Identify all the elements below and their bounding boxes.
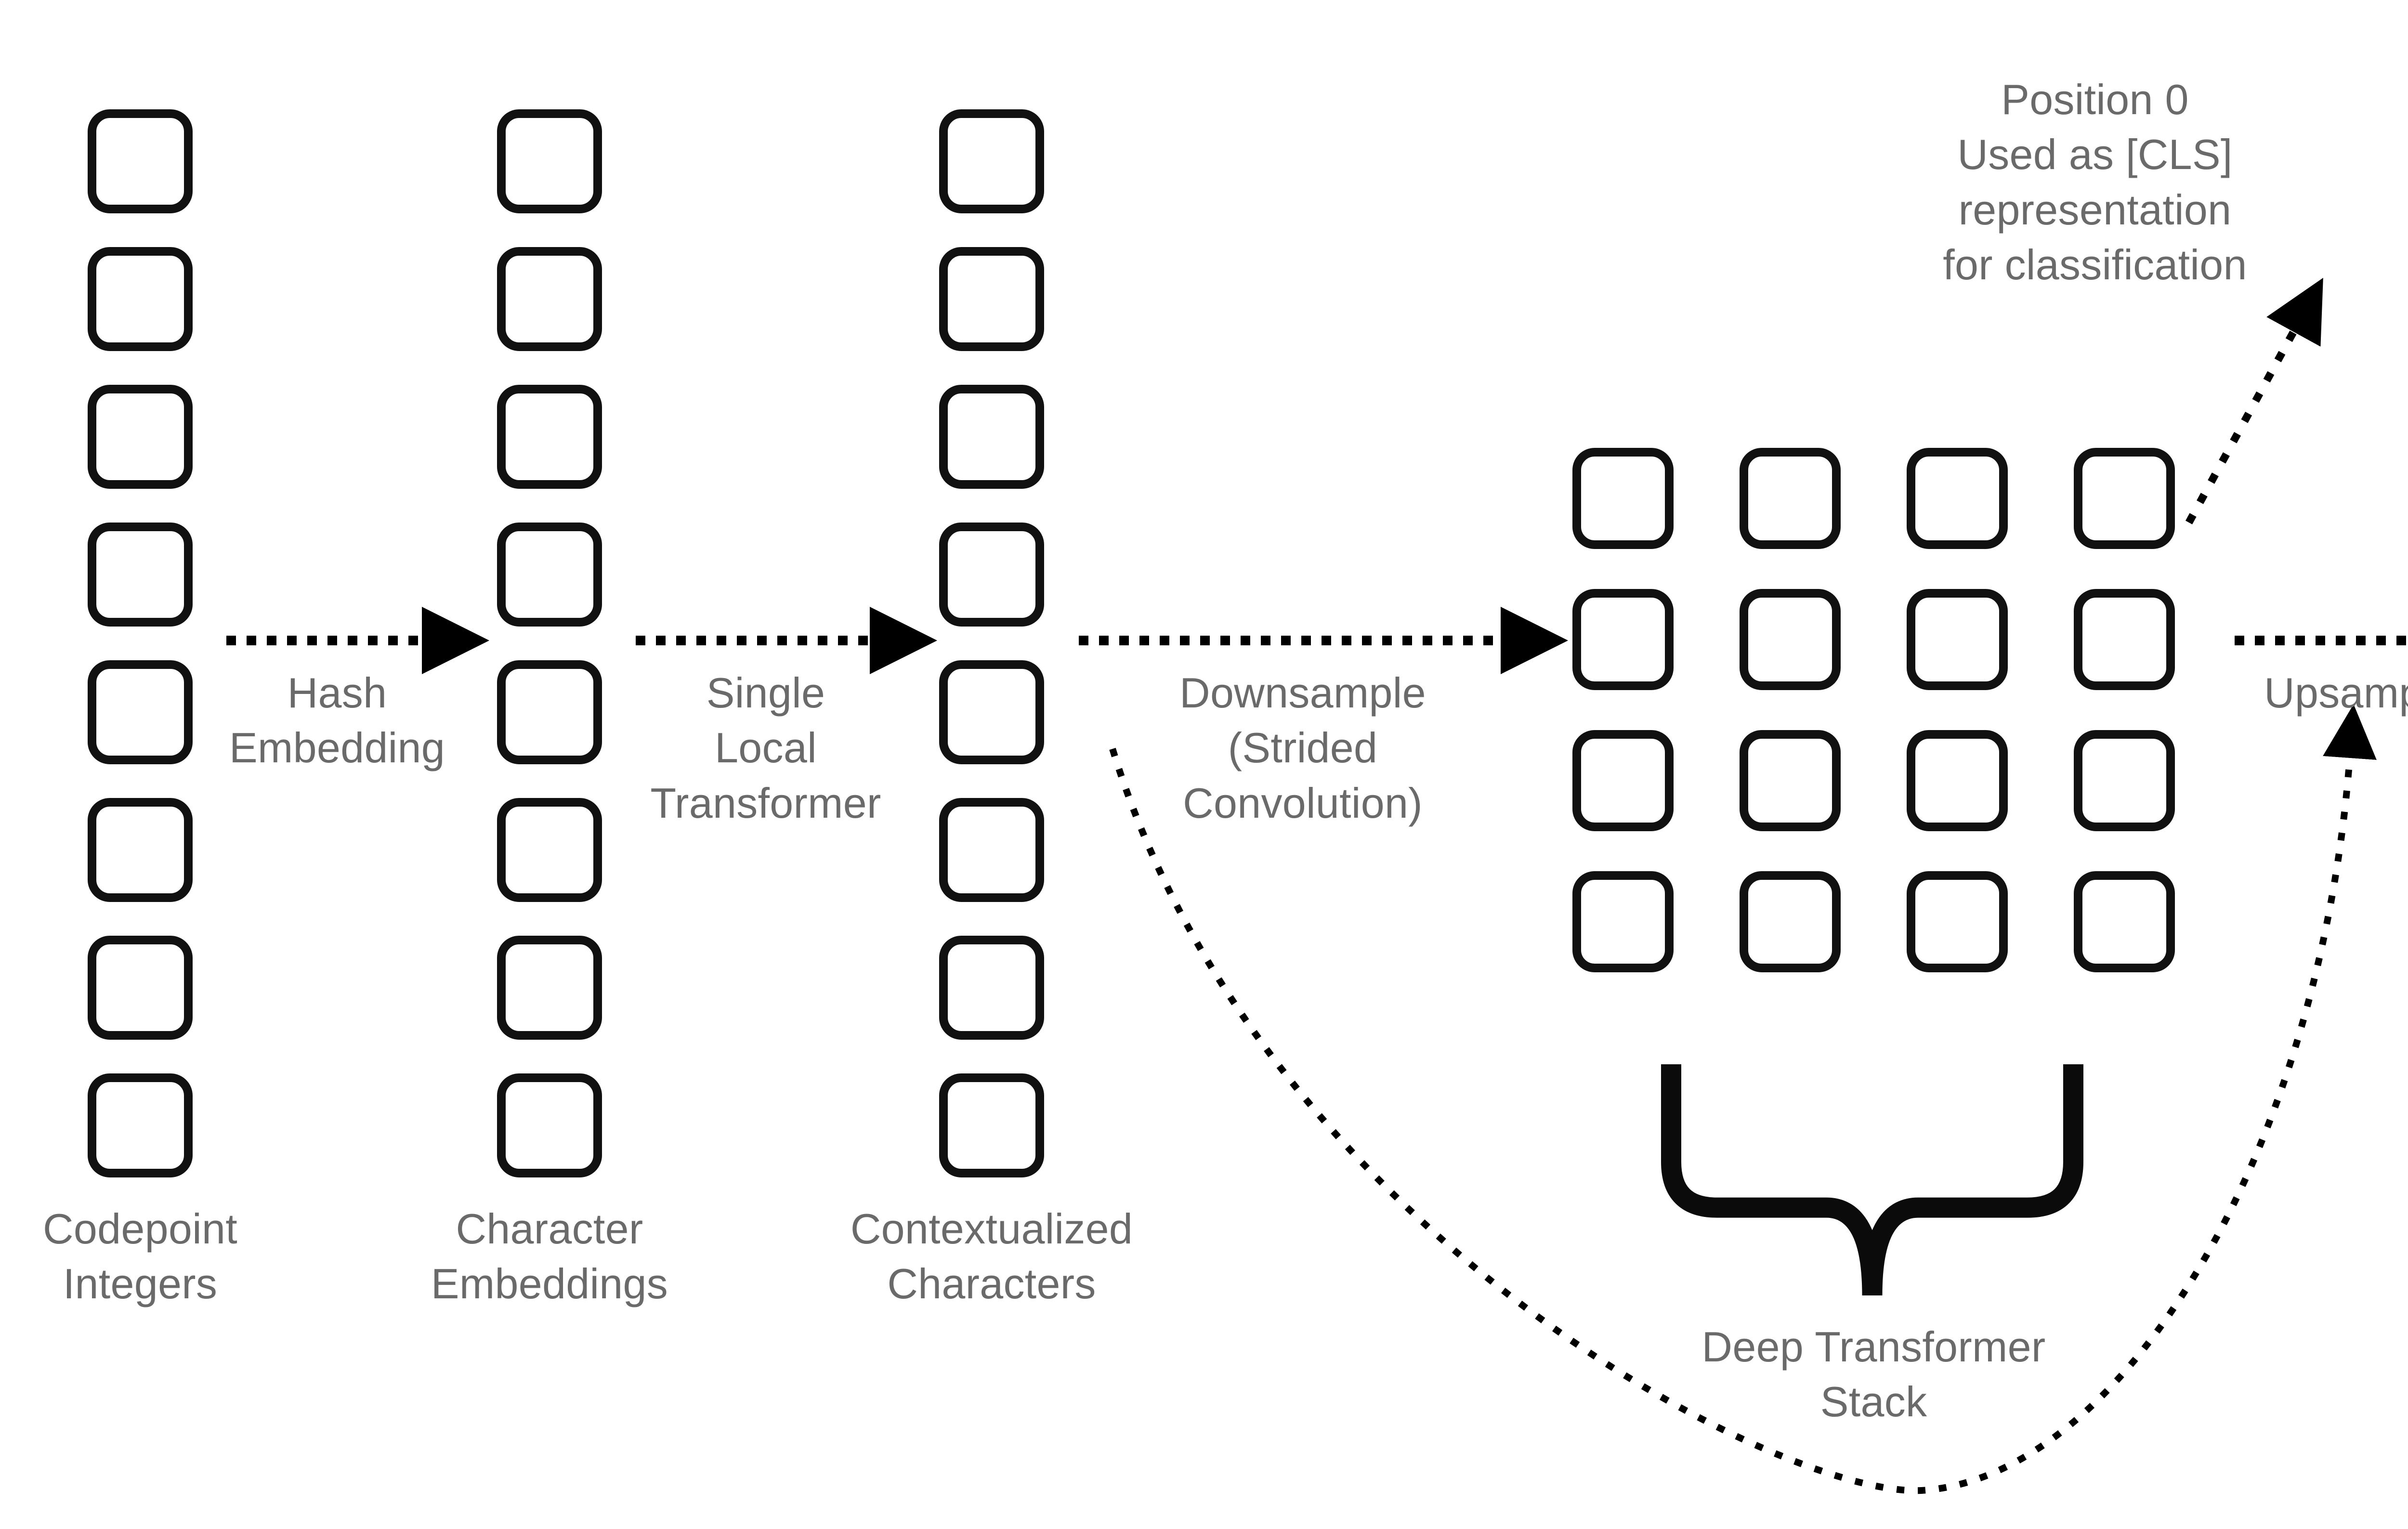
cell-deep-transformer-stack: [1572, 448, 1674, 549]
cls-annotation-text: Position 0 Used as [CLS] representation …: [1943, 76, 2247, 289]
cell-contextualized-characters: [939, 523, 1044, 627]
label-single-local-transformer: Single Local Transformer: [650, 669, 881, 827]
cell-character-embeddings: [497, 385, 602, 489]
cell-character-embeddings: [497, 523, 602, 627]
cell-deep-transformer-stack: [2074, 448, 2175, 549]
cell-codepoint-integers: [88, 1073, 193, 1177]
cls-pointer-arrow: [2185, 277, 2323, 524]
cell-deep-transformer-stack: [1907, 589, 2008, 690]
label-hash-embedding: Hash Embedding: [229, 669, 445, 772]
cell-deep-transformer-stack: [1907, 448, 2008, 549]
cell-deep-transformer-stack: [1907, 871, 2008, 972]
cell-codepoint-integers: [88, 936, 193, 1040]
caption-concatenated-representations: Concatenated Representations: [2398, 1209, 2408, 1320]
label-upsampling: Upsampling: [2264, 669, 2408, 717]
cell-codepoint-integers: [88, 385, 193, 489]
cell-deep-transformer-stack: [1740, 448, 1841, 549]
cell-deep-transformer-stack: [1740, 730, 1841, 831]
cell-contextualized-characters: [939, 109, 1044, 213]
cell-codepoint-integers: [88, 523, 193, 627]
cell-character-embeddings: [497, 660, 602, 764]
cell-codepoint-integers: [88, 798, 193, 902]
cell-deep-transformer-stack: [2074, 871, 2175, 972]
caption-contextualized-characters: Contextualized Characters: [850, 1205, 1133, 1308]
cell-deep-transformer-stack: [1572, 730, 1674, 831]
label-downsample: Downsample (Strided Convolution): [1179, 669, 1426, 827]
cell-character-embeddings: [497, 798, 602, 902]
cell-deep-transformer-stack: [2074, 589, 2175, 690]
cell-deep-transformer-stack: [1907, 730, 2008, 831]
cell-codepoint-integers: [88, 109, 193, 213]
cell-contextualized-characters: [939, 798, 1044, 902]
caption-character-embeddings: Character Embeddings: [431, 1205, 668, 1308]
cell-character-embeddings: [497, 936, 602, 1040]
cell-deep-transformer-stack: [1740, 871, 1841, 972]
cell-contextualized-characters: [939, 385, 1044, 489]
cell-character-embeddings: [497, 1073, 602, 1177]
deep-transformer-stack-caption: Deep Transformer Stack: [1701, 1323, 2046, 1426]
cell-codepoint-integers: [88, 247, 193, 351]
cell-contextualized-characters: [939, 660, 1044, 764]
cell-contextualized-characters: [939, 936, 1044, 1040]
cell-deep-transformer-stack: [1572, 589, 1674, 690]
cell-deep-transformer-stack: [1740, 589, 1841, 690]
curly-brace: [1661, 1064, 2083, 1296]
cell-character-embeddings: [497, 247, 602, 351]
cell-deep-transformer-stack: [1572, 871, 1674, 972]
cell-contextualized-characters: [939, 1073, 1044, 1177]
cell-deep-transformer-stack: [2074, 730, 2175, 831]
cell-codepoint-integers: [88, 660, 193, 764]
caption-codepoint-integers: Codepoint Integers: [43, 1205, 237, 1308]
cell-character-embeddings: [497, 109, 602, 213]
residual-connection-curve: [1109, 704, 2377, 1494]
cell-contextualized-characters: [939, 247, 1044, 351]
